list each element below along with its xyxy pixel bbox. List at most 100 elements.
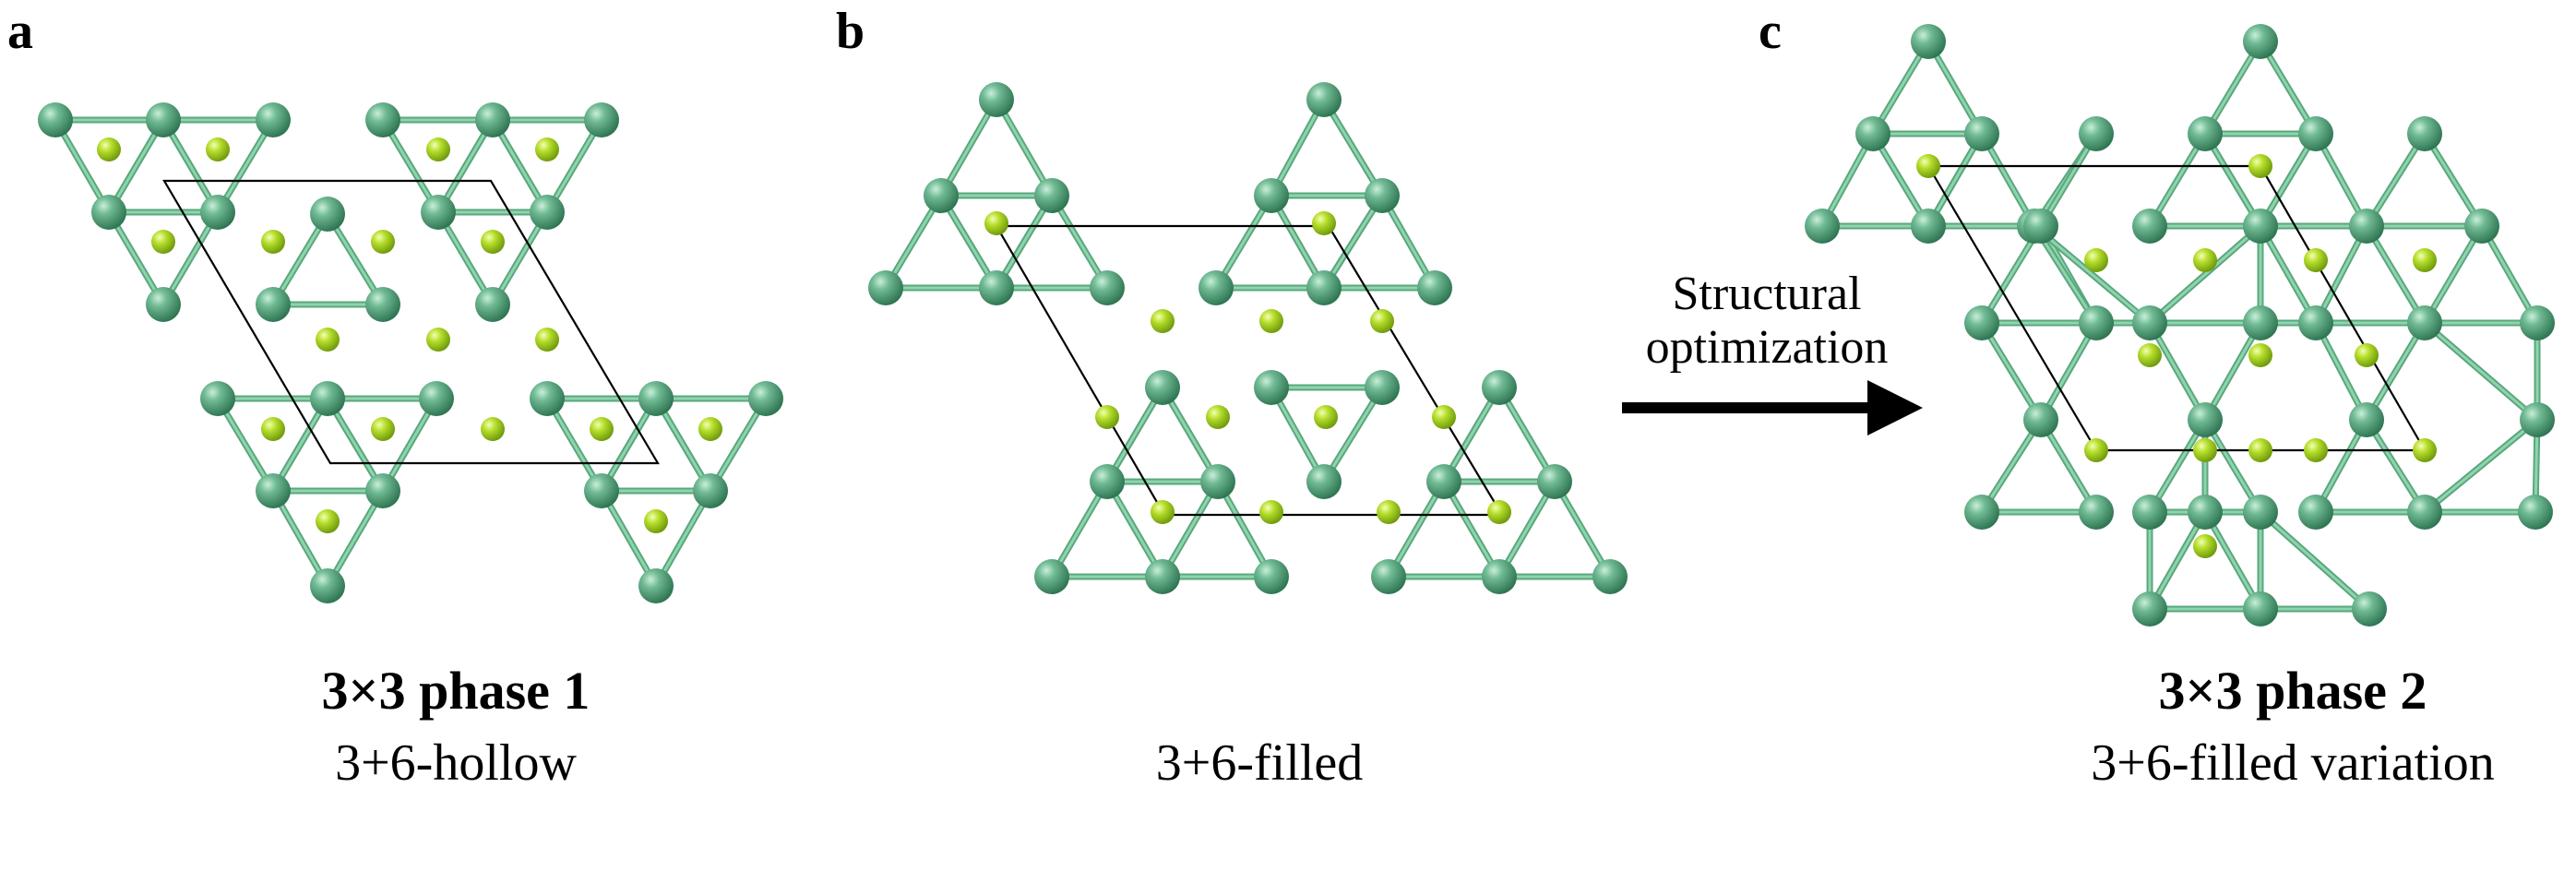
large-atom (38, 102, 73, 137)
large-atom (365, 287, 400, 322)
large-atom (146, 102, 181, 137)
large-atom (1592, 559, 1628, 594)
bond-highlight (2148, 510, 2207, 611)
bond-highlight (600, 489, 658, 588)
large-atom (1254, 559, 1289, 594)
bond-highlight (1926, 40, 1984, 136)
panel-b-subtitle: 3+6-filled (1155, 734, 1364, 792)
bond-highlight (1105, 386, 1164, 483)
large-atom (693, 473, 728, 508)
panel-c-structure (1805, 24, 2555, 626)
small-atom (1151, 500, 1175, 524)
large-atom (1855, 116, 1890, 151)
large-atom (1145, 370, 1180, 405)
bond-highlight (1380, 194, 1437, 290)
bond-highlight (436, 210, 495, 306)
small-atom (1312, 211, 1336, 235)
large-atom (1964, 305, 1999, 340)
small-atom (1487, 500, 1511, 524)
small-atom (2413, 248, 2437, 272)
large-atom (1417, 270, 1452, 305)
bond-highlight (1553, 480, 1612, 579)
bond-highlight (2259, 40, 2318, 136)
large-atom (256, 287, 291, 322)
small-atom (2248, 438, 2272, 462)
large-atom (1145, 559, 1180, 594)
bond-highlight (326, 489, 385, 588)
large-atom (2132, 591, 2167, 626)
bond-highlight (271, 212, 329, 306)
large-atom (2243, 495, 2278, 530)
large-atom (2407, 305, 2442, 340)
large-atom (310, 197, 345, 232)
small-atom (1095, 405, 1119, 429)
bond-highlight (107, 210, 165, 306)
large-atom (1911, 24, 1946, 59)
small-atom (151, 230, 175, 254)
small-atom (97, 137, 121, 161)
large-atom (2349, 209, 2384, 244)
small-atom (371, 230, 395, 254)
bond-highlight (1216, 480, 1273, 579)
small-atom (261, 230, 285, 254)
panel-c-subtitle: 3+6-filled variation (2091, 734, 2495, 792)
bond-highlight (2480, 224, 2539, 325)
bond-highlight (2203, 510, 2262, 611)
bond-highlight (2203, 132, 2262, 228)
large-atom (1254, 370, 1289, 405)
large-atom (2188, 116, 2223, 151)
bond-highlight (939, 194, 998, 290)
bond-highlight (1105, 480, 1164, 579)
small-atom (698, 417, 722, 441)
large-atom (1200, 464, 1235, 499)
large-atom (2243, 209, 2278, 244)
large-atom (2407, 116, 2442, 151)
large-atom (475, 102, 510, 137)
bond-highlight (326, 397, 385, 493)
bond-highlight (1387, 480, 1446, 579)
small-atom (1916, 154, 1940, 178)
small-atom (2248, 154, 2272, 178)
large-atom (1034, 178, 1069, 213)
bond-highlight (436, 118, 495, 214)
large-atom (2132, 209, 2167, 244)
large-atom (365, 473, 400, 508)
bond-highlight (1161, 386, 1220, 483)
bond-highlight (2259, 132, 2318, 228)
bond-highlight (545, 397, 603, 493)
large-atom (365, 102, 400, 137)
bond-highlight (381, 118, 440, 214)
bond-highlight (161, 118, 220, 214)
bond-highlight (2148, 132, 2207, 228)
arrow-label-line2: optimization (1645, 321, 1889, 375)
large-atom (1306, 464, 1342, 499)
large-atom (256, 102, 291, 137)
small-atom (590, 417, 614, 441)
large-atom (2520, 402, 2555, 437)
bond-highlight (1322, 386, 1384, 483)
large-atom (1365, 370, 1400, 405)
bond-highlight (2365, 418, 2427, 514)
bond-highlight (1871, 40, 1930, 136)
bond-highlight (2423, 224, 2484, 325)
large-atom (421, 195, 456, 230)
bond-highlight (2039, 321, 2098, 422)
large-atom (530, 381, 565, 416)
large-atom (2188, 402, 2223, 437)
bond-highlight (600, 397, 658, 493)
panel-a-subtitle: 3+6-hollow (335, 734, 577, 792)
large-atom (1365, 178, 1400, 213)
bond-highlight (1322, 98, 1384, 197)
small-atom (2084, 248, 2108, 272)
large-atom (2243, 591, 2278, 626)
bond-highlight (1871, 132, 1930, 228)
bond-highlight (2314, 321, 2368, 422)
large-atom (1199, 270, 1234, 305)
large-atom (584, 473, 619, 508)
bond-highlight (1980, 132, 2036, 228)
large-atom (1537, 464, 1572, 499)
large-atom (2464, 209, 2499, 244)
bond-highlight (271, 397, 329, 493)
large-atom (1306, 82, 1342, 117)
bond-highlight (2259, 224, 2318, 325)
